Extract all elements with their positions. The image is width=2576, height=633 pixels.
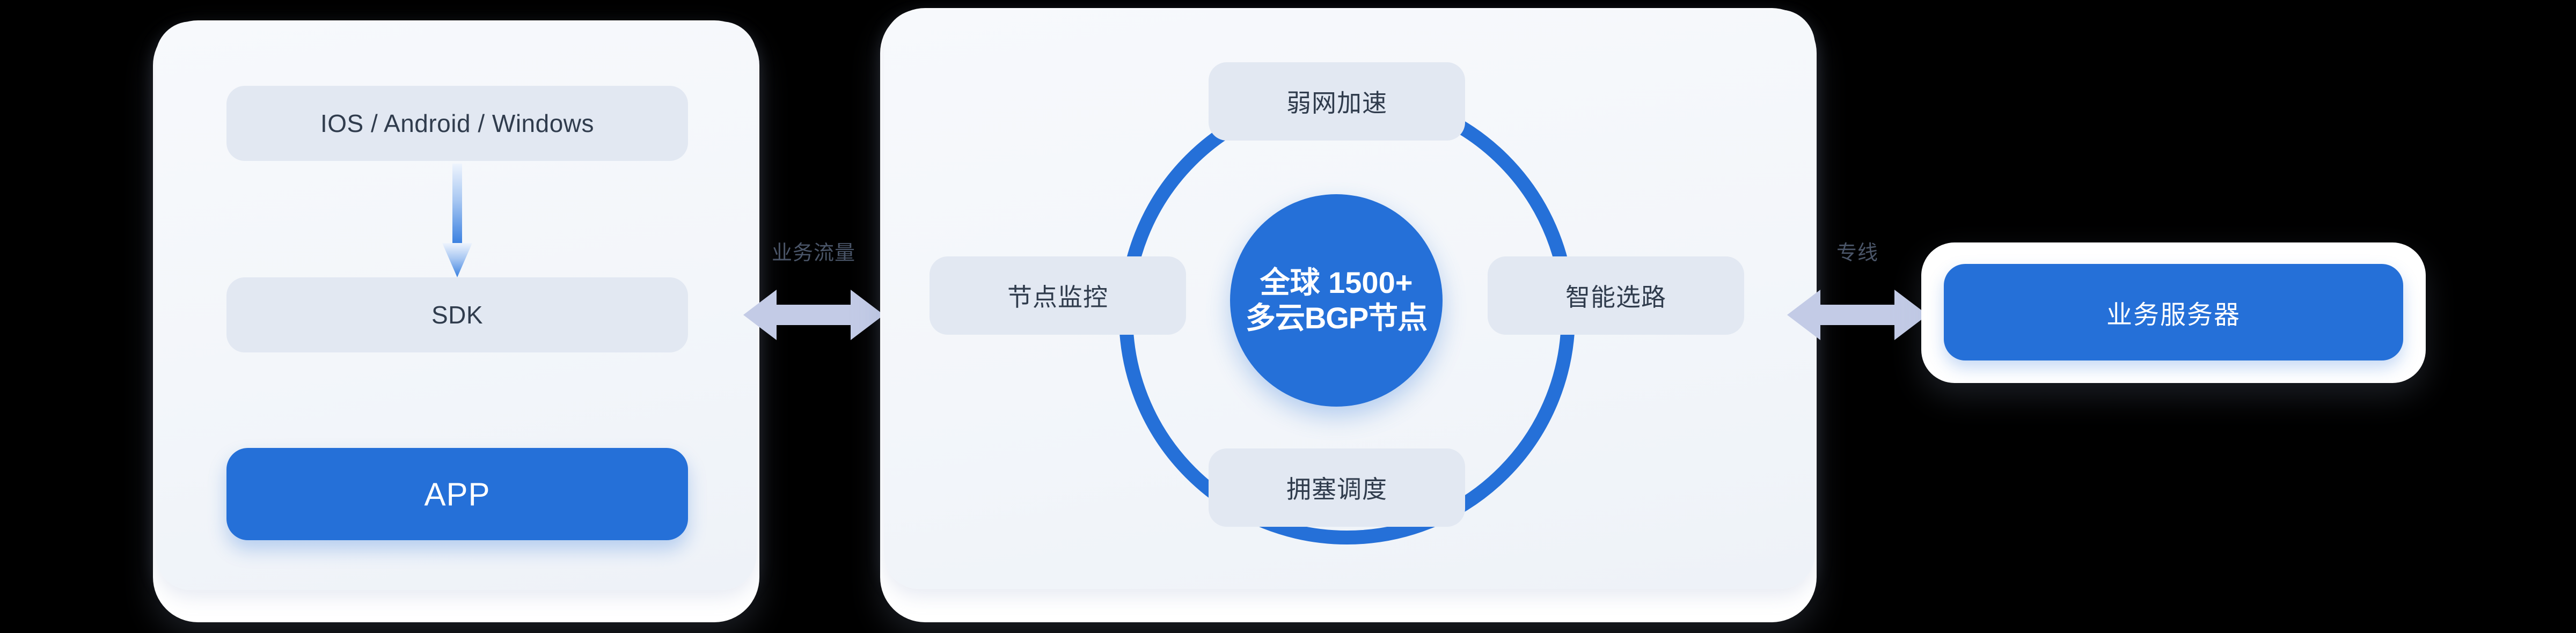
connector-label-business-traffic: 业务流量 (771, 242, 855, 264)
app-button[interactable]: APP (226, 448, 688, 540)
bidirectional-arrow-icon (1787, 275, 1928, 355)
core-line-2: 多云BGP节点 (1245, 301, 1428, 335)
node-weak-network-acceleration: 弱网加速 (1209, 62, 1465, 141)
connector-dedicated-line: 专线 (1787, 236, 1928, 354)
arrow-down-icon (440, 164, 474, 279)
node-intelligent-routing: 智能选路 (1488, 256, 1744, 335)
platform-pill: IOS / Android / Windows (226, 86, 688, 161)
connector-label-dedicated-line: 专线 (1836, 242, 1878, 264)
node-node-monitoring: 节点监控 (930, 256, 1186, 335)
connector-business-traffic: 业务流量 (743, 236, 884, 354)
core-node-badge: 全球 1500+ 多云BGP节点 (1230, 194, 1443, 407)
sdk-pill: SDK (226, 277, 688, 352)
bidirectional-arrow-icon (743, 275, 884, 355)
core-line-1: 全球 1500+ (1260, 265, 1413, 299)
business-server-button[interactable]: 业务服务器 (1944, 264, 2403, 360)
node-congestion-scheduling: 拥塞调度 (1209, 448, 1465, 527)
